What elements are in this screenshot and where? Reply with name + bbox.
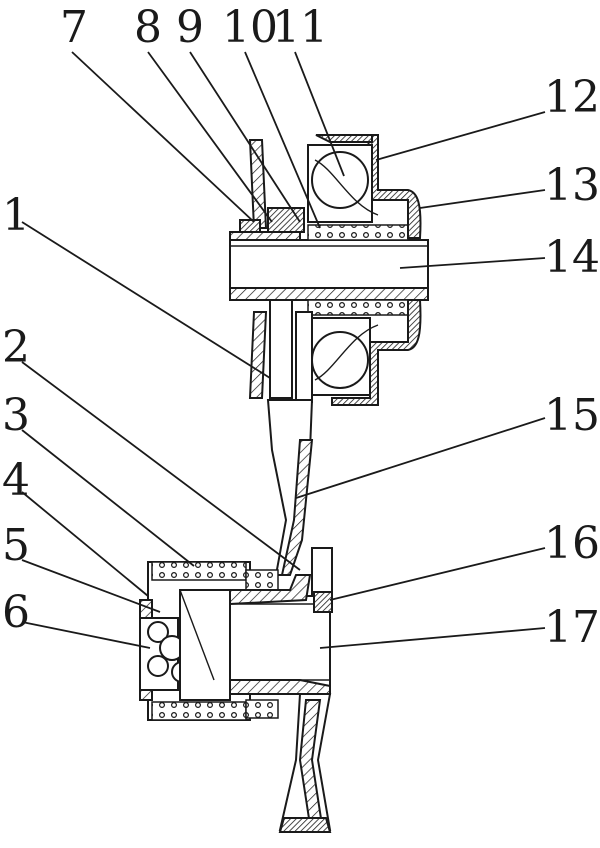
label-4: 4	[2, 455, 30, 506]
label-16: 16	[544, 518, 600, 569]
label-12: 12	[544, 72, 600, 123]
label-1: 1	[2, 190, 30, 241]
label-10: 10	[222, 2, 278, 53]
label-7: 7	[60, 2, 88, 53]
label-3: 3	[2, 390, 30, 441]
label-14: 14	[544, 232, 600, 283]
label-8: 8	[134, 2, 162, 53]
leader-lines	[21, 51, 546, 649]
label-17: 17	[544, 602, 600, 653]
label-6: 6	[2, 587, 30, 638]
lower-assembly	[139, 547, 333, 833]
label-2: 2	[2, 322, 30, 373]
label-13: 13	[544, 160, 600, 211]
label-5: 5	[2, 520, 30, 571]
upper-assembly	[229, 134, 429, 576]
part-labels: 1 2 3 4 5 6 7 8 9 10 11 12 13 14 15 16 1…	[2, 2, 600, 653]
label-9: 9	[176, 2, 204, 53]
label-15: 15	[544, 390, 600, 441]
label-11: 11	[272, 2, 328, 53]
